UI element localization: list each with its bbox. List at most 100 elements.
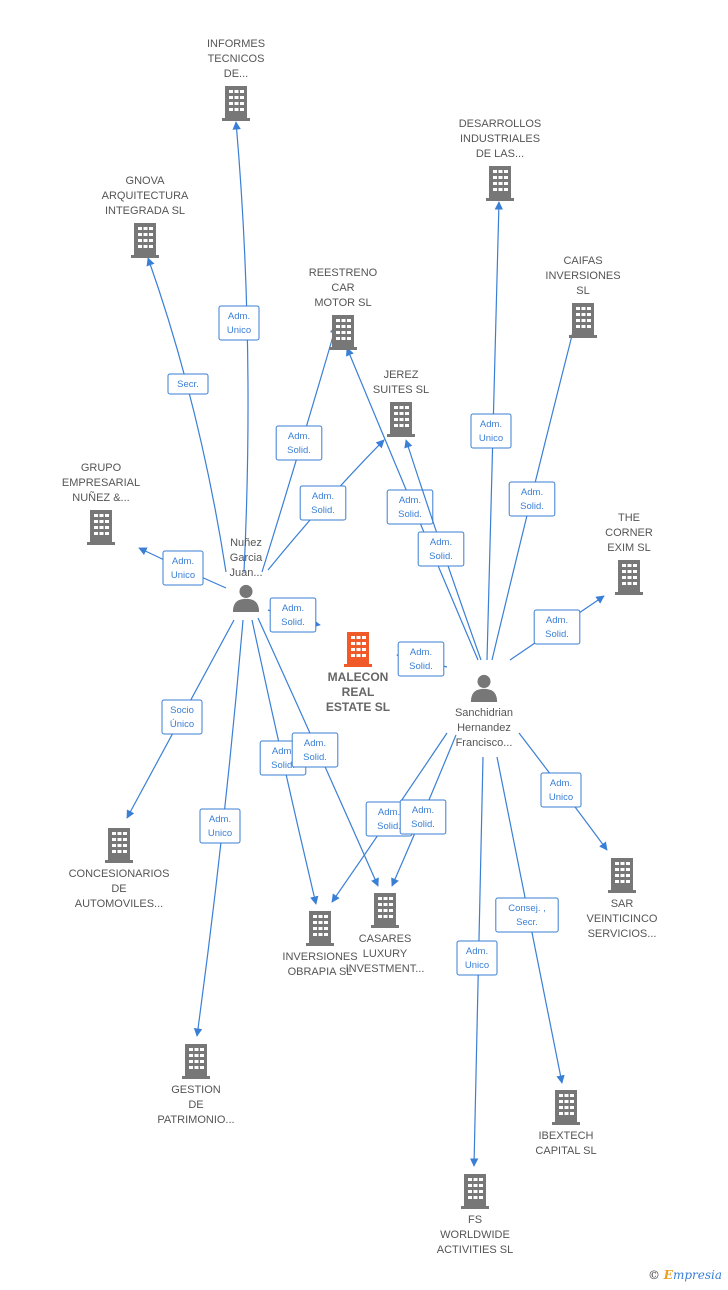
edge-label-text: Unico bbox=[171, 570, 195, 581]
node-fs[interactable]: FS WORLDWIDE ACTIVITIES SL bbox=[437, 1174, 513, 1256]
node-label: Hernandez bbox=[457, 722, 511, 734]
edges-layer: Adm.UnicoSecr.Adm.Solid.Adm.Solid.Adm.Un… bbox=[126, 121, 608, 1167]
edge-label-text: Adm. bbox=[480, 419, 502, 430]
building-icon bbox=[105, 828, 133, 863]
node-label: INDUSTRIALES bbox=[460, 133, 540, 145]
building-icon bbox=[615, 560, 643, 595]
node-caifas[interactable]: CAIFAS INVERSIONES SL bbox=[545, 255, 621, 338]
edge-label-text: Adm. bbox=[412, 805, 434, 816]
edge-label-text: Socio bbox=[170, 705, 194, 716]
edge-label-box bbox=[399, 799, 447, 835]
node-label: DE LAS... bbox=[476, 148, 524, 160]
node-casares[interactable]: CASARESLUXURYINVESTMENT... bbox=[346, 893, 425, 975]
node-corner[interactable]: THE CORNER EXIM SL bbox=[605, 512, 653, 595]
edge-nunez-gnova: Secr. bbox=[146, 257, 227, 573]
node-label: DE bbox=[188, 1099, 203, 1111]
edge-sanchidrian-jerez: Adm.Solid. bbox=[404, 439, 482, 661]
node-label: INVERSIONES bbox=[545, 270, 620, 282]
edge-label-box bbox=[386, 489, 434, 525]
edge-label-text: Adm. bbox=[228, 311, 250, 322]
edge-sanchidrian-casares: Adm. Solid. bbox=[391, 734, 457, 887]
edge-nunez-casares: Adm. Solid. bbox=[257, 617, 379, 887]
building-icon bbox=[486, 166, 514, 201]
edge-label-box bbox=[161, 699, 203, 735]
node-label: IBEXTECH bbox=[538, 1130, 593, 1142]
node-sanchidrian[interactable]: SanchidrianHernandezFrancisco... bbox=[455, 674, 513, 749]
edge-label-text: Adm. bbox=[378, 807, 400, 818]
building-icon bbox=[87, 510, 115, 545]
node-concesionarios[interactable]: CONCESIONARIOSDEAUTOMOVILES... bbox=[69, 828, 170, 910]
node-label: SL bbox=[576, 285, 589, 297]
node-label: INVERSIONES bbox=[282, 951, 357, 963]
edge-label-box bbox=[495, 897, 559, 933]
edge-sanchidrian-caifas: Adm.Solid. bbox=[491, 311, 581, 661]
edge-label-text: Solid. bbox=[287, 445, 311, 456]
edge-label-text: Unico bbox=[479, 433, 503, 444]
edge-line bbox=[146, 257, 227, 573]
node-label: GRUPO bbox=[81, 462, 122, 474]
edge-label-text: Unico bbox=[465, 960, 489, 971]
edge-label-text: Solid. bbox=[398, 509, 422, 520]
node-label: Francisco... bbox=[456, 737, 513, 749]
edge-label-text: Único bbox=[170, 719, 194, 730]
node-label: CAIFAS bbox=[563, 255, 602, 267]
edge-nunez-gestion: Adm.Unico bbox=[193, 619, 244, 1037]
node-label: REAL bbox=[342, 685, 375, 699]
node-label: VEINTICINCO bbox=[587, 913, 658, 925]
edge-nunez-reestreno: Adm.Solid. bbox=[261, 325, 338, 573]
node-label: Nuñez bbox=[230, 537, 262, 549]
node-label: DE... bbox=[224, 68, 248, 80]
edge-label-text: Secr. bbox=[516, 917, 538, 928]
edge-label-text: Adm. bbox=[521, 487, 543, 498]
node-label: FS bbox=[468, 1214, 482, 1226]
edge-sanchidrian-reestreno: Adm.Solid. bbox=[346, 347, 479, 661]
node-label: REESTRENO bbox=[309, 267, 378, 279]
node-informes[interactable]: INFORMESTECNICOSDE... bbox=[207, 38, 265, 121]
node-nunez[interactable]: NuñezGarciaJuan... bbox=[229, 537, 263, 612]
node-label: EXIM SL bbox=[607, 542, 650, 554]
empresia-watermark: © Empresia bbox=[648, 1268, 722, 1282]
node-label: THE bbox=[618, 512, 640, 524]
node-sar[interactable]: SARVEINTICINCOSERVICIOS... bbox=[587, 858, 658, 940]
edge-label-text: Solid. bbox=[303, 752, 327, 763]
edge-sanchidrian-fs: Adm.Unico bbox=[456, 756, 498, 1167]
edge-nunez-informes: Adm. Unico bbox=[218, 121, 260, 573]
node-label: SAR bbox=[611, 898, 634, 910]
edge-sanchidrian-ibextech: Consej. , Secr. bbox=[495, 756, 565, 1084]
edge-label-text: Unico bbox=[227, 325, 251, 336]
node-label: ACTIVITIES SL bbox=[437, 1244, 513, 1256]
edge-label-text: Adm. bbox=[172, 556, 194, 567]
building-icon bbox=[182, 1044, 210, 1079]
node-label: ESTATE SL bbox=[326, 700, 390, 714]
edge-label-box bbox=[167, 373, 209, 395]
edge-label-box bbox=[456, 940, 498, 976]
node-label: WORLDWIDE bbox=[440, 1229, 510, 1241]
building-icon bbox=[608, 858, 636, 893]
building-icon bbox=[461, 1174, 489, 1209]
edge-nunez-malecon: Adm.Solid. bbox=[267, 597, 321, 633]
edge-label-box bbox=[533, 609, 581, 645]
node-label: MALECON bbox=[328, 670, 389, 684]
edge-label-box bbox=[470, 413, 512, 449]
building-icon bbox=[306, 911, 334, 946]
node-label: CONCESIONARIOS bbox=[69, 868, 170, 880]
edge-label-box bbox=[540, 772, 582, 808]
node-gestion[interactable]: GESTIONDEPATRIMONIO... bbox=[157, 1044, 235, 1126]
edge-label-text: Consej. , bbox=[508, 903, 546, 914]
edge-label-text: Adm. bbox=[272, 746, 294, 757]
edge-label-box bbox=[508, 481, 556, 517]
node-label: CORNER bbox=[605, 527, 653, 539]
edge-label-text: Unico bbox=[549, 792, 573, 803]
edge-label-box bbox=[417, 531, 465, 567]
node-label: DE bbox=[111, 883, 126, 895]
edge-label-text: Solid. bbox=[411, 819, 435, 830]
